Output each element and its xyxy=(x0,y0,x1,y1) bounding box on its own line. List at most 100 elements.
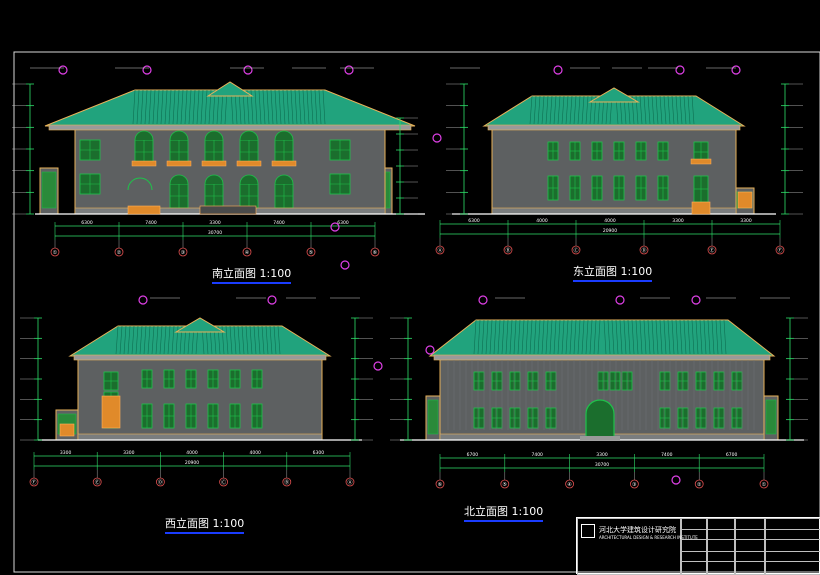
roof-seam xyxy=(557,95,561,125)
dimension-value: 3300 xyxy=(60,450,72,456)
roof-seam xyxy=(631,319,635,355)
axis-bubble xyxy=(630,479,639,489)
axis-label: Ⓑ xyxy=(284,479,289,486)
dimension-value: 7400 xyxy=(661,452,673,458)
roof-seam xyxy=(581,95,585,125)
roof-seam xyxy=(537,319,541,355)
roof-seam xyxy=(261,325,265,355)
balcony-railing xyxy=(236,160,262,167)
roof-seam xyxy=(541,319,545,355)
roof-seam xyxy=(140,89,144,125)
roof-seam xyxy=(254,89,258,125)
roof-seam xyxy=(282,89,286,125)
roof-seam xyxy=(269,325,273,355)
roof-seam xyxy=(699,319,703,355)
section-mark xyxy=(478,295,488,305)
roof-seam xyxy=(257,325,261,355)
window-arch xyxy=(169,130,189,141)
window-arch xyxy=(239,130,259,141)
roof-seam xyxy=(176,89,180,125)
roof-seam xyxy=(643,319,647,355)
roof-seam xyxy=(627,319,631,355)
roof-seam xyxy=(132,89,136,125)
roof-gable xyxy=(588,87,640,103)
roof-seam xyxy=(647,319,651,355)
axis-label: Ⓔ xyxy=(95,479,100,486)
roof-seam xyxy=(639,319,643,355)
plinth xyxy=(77,433,323,441)
section-mark xyxy=(671,475,681,485)
axis-bubble xyxy=(29,477,39,487)
roof-seam xyxy=(643,95,647,125)
roof-seam xyxy=(589,319,593,355)
dimension-value: 4000 xyxy=(186,450,198,456)
roof-seam xyxy=(663,95,667,125)
roof-seam xyxy=(603,319,607,355)
axis-bubble xyxy=(345,477,355,487)
roof-gable xyxy=(174,317,226,333)
section-mark xyxy=(615,295,625,305)
roof-seam xyxy=(505,319,509,355)
dimension-total: 30700 xyxy=(208,230,222,236)
roof-gable xyxy=(206,81,254,97)
roof-seam xyxy=(180,89,184,125)
roof-seam xyxy=(513,319,517,355)
axis-bubble xyxy=(306,247,316,257)
axis-bubble xyxy=(282,477,292,487)
window-arch xyxy=(274,130,294,141)
roof-seam xyxy=(577,95,581,125)
roof-seam xyxy=(593,319,597,355)
roof-seam xyxy=(485,319,489,355)
roof-seam xyxy=(473,319,477,355)
roof-seam xyxy=(611,319,615,355)
roof-seam xyxy=(123,325,127,355)
axis-label: Ⓕ xyxy=(777,247,782,254)
roof-seam xyxy=(529,95,533,125)
balcony-railing xyxy=(271,160,297,167)
roof-seam xyxy=(253,325,257,355)
eave-band xyxy=(48,124,412,131)
roof-seam xyxy=(521,319,525,355)
roof-seam xyxy=(159,325,163,355)
roof-seam xyxy=(581,319,585,355)
institute-english: ARCHITECTURAL DESIGN & RESEARCH INSTITUT… xyxy=(599,535,698,540)
roof-seam xyxy=(525,319,529,355)
dimension-value: 7400 xyxy=(273,220,285,226)
axis-bubble xyxy=(565,479,574,489)
section-mark xyxy=(58,65,68,75)
axis-bubble xyxy=(50,247,60,257)
roof-seam xyxy=(237,325,241,355)
entrance-steps xyxy=(580,436,620,440)
roof-seam xyxy=(533,95,537,125)
roof-seam xyxy=(533,319,537,355)
dimension-value: 7400 xyxy=(531,452,543,458)
roof-seam xyxy=(135,325,139,355)
axis-label: Ⓐ xyxy=(347,479,352,486)
entrance-steps xyxy=(691,201,711,215)
axis-bubble xyxy=(242,247,252,257)
roof-seam xyxy=(659,95,663,125)
axis-bubble xyxy=(155,477,165,487)
section-mark xyxy=(691,295,701,305)
axis-bubble xyxy=(92,477,102,487)
axis-label: ⑤ xyxy=(503,482,507,488)
roof-seam xyxy=(565,95,569,125)
roof-seam xyxy=(557,319,561,355)
entrance-arch xyxy=(127,177,153,191)
roof-seam xyxy=(119,325,123,355)
window-arch xyxy=(239,174,259,185)
dimension-value: 3300 xyxy=(123,450,135,456)
logo-icon xyxy=(581,524,595,538)
axis-label: Ⓓ xyxy=(158,479,163,486)
dimension-value: 3300 xyxy=(596,452,608,458)
west-elevation-title: 西立面图 1:100 xyxy=(165,515,245,534)
roof-seam xyxy=(477,319,481,355)
roof-seam xyxy=(691,95,695,125)
axis-label: ⑤ xyxy=(309,250,313,256)
roof-seam xyxy=(635,319,639,355)
roof-seam xyxy=(573,95,577,125)
